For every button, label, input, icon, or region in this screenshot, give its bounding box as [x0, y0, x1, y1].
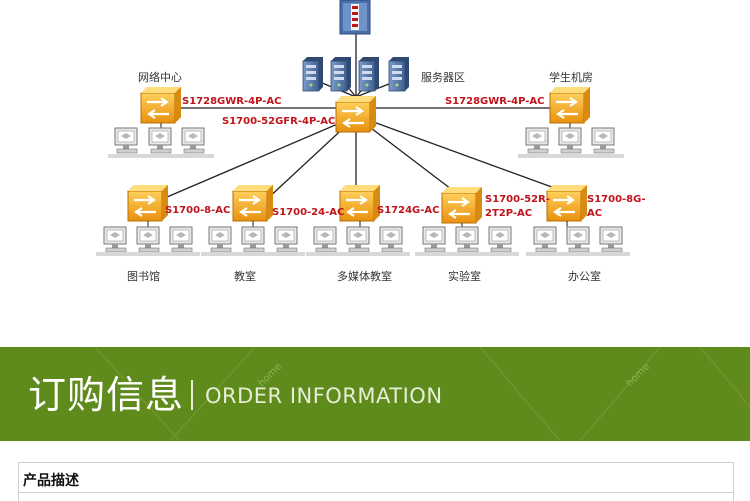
- lab-switch-icon: [440, 185, 484, 225]
- pc-icon: [313, 226, 337, 253]
- server-icon: [302, 56, 324, 92]
- pc-icon: [148, 127, 172, 154]
- banner-subtitle: ORDER INFORMATION: [205, 384, 443, 408]
- link-core-classroom: [265, 121, 351, 201]
- student-pcs: [518, 123, 624, 158]
- netcenter-pcs: [108, 123, 214, 158]
- pc-icon: [525, 127, 549, 154]
- core-switch-icon: [334, 94, 378, 134]
- area-label-server-zone: 服务器区: [421, 71, 465, 84]
- model-label-library: S1700-8-AC: [165, 205, 230, 216]
- multimedia-switch-icon: [338, 183, 382, 223]
- firewall-icon: [339, 0, 371, 35]
- model-label-office-line1: S1700-8G-: [587, 194, 646, 205]
- pc-icon: [455, 226, 479, 253]
- pc-icon: [591, 127, 615, 154]
- pc-icon: [208, 226, 232, 253]
- pc-icon: [169, 226, 193, 253]
- library-switch-icon: [126, 183, 170, 223]
- pc-icon: [379, 226, 403, 253]
- area-label-office: 办公室: [568, 269, 601, 283]
- area-label-network-center: 网络中心: [138, 70, 182, 84]
- model-label-classroom: S1700-24-AC: [272, 207, 344, 218]
- pc-icon: [181, 127, 205, 154]
- pc-icon: [114, 127, 138, 154]
- library-pcs: [96, 221, 200, 256]
- pc-icon: [103, 226, 127, 253]
- link-core-lab: [362, 121, 456, 193]
- office-switch-icon: [545, 183, 589, 223]
- product-description-table: 产品描述: [18, 462, 734, 501]
- model-label-lab-line1: S1700-52R-: [485, 194, 550, 205]
- pc-icon: [599, 226, 623, 253]
- pc-icon: [566, 226, 590, 253]
- netcenter-switch-icon: [139, 85, 183, 125]
- classroom-pcs: [201, 221, 305, 256]
- model-label-netcenter: S1728GWR-4P-AC: [182, 96, 281, 107]
- pc-icon: [274, 226, 298, 253]
- server-icon: [358, 56, 380, 92]
- banner-watermark: home: [624, 361, 652, 389]
- multimedia-pcs: [306, 221, 410, 256]
- product-description-heading: 产品描述: [23, 473, 79, 489]
- model-label-student: S1728GWR-4P-AC: [445, 96, 544, 107]
- pc-icon: [346, 226, 370, 253]
- office-pcs: [526, 221, 630, 256]
- pc-icon: [558, 127, 582, 154]
- area-label-lab: 实验室: [448, 269, 481, 283]
- pc-icon: [136, 226, 160, 253]
- area-label-library: 图书馆: [127, 269, 160, 283]
- order-info-banner: home home 订购信息 ORDER INFORMATION: [0, 347, 750, 441]
- banner-watermark-decoration: home home: [94, 347, 750, 441]
- pc-icon: [533, 226, 557, 253]
- pc-icon: [488, 226, 512, 253]
- banner-title: 订购信息: [28, 373, 185, 417]
- student-switch-icon: [548, 85, 592, 125]
- area-label-multimedia: 多媒体教室: [337, 269, 392, 283]
- network-topology-diagram: 网络中心 服务器区 学生机房 图书馆 教室 多媒体教室 实验室 办公室 S172…: [96, 0, 646, 283]
- server-icon: [330, 56, 352, 92]
- link-core-office: [367, 119, 561, 191]
- area-label-student-lab: 学生机房: [549, 70, 593, 84]
- server-icon: [388, 56, 410, 92]
- model-label-office-line2: AC: [587, 208, 602, 219]
- pc-icon: [241, 226, 265, 253]
- pc-icon: [422, 226, 446, 253]
- link-core-library: [159, 119, 348, 201]
- banner-divider: [191, 380, 193, 410]
- model-label-core: S1700-52GFR-4P-AC: [222, 116, 335, 127]
- classroom-switch-icon: [231, 183, 275, 223]
- model-label-multimedia: S1724G-AC: [377, 205, 439, 216]
- model-label-lab-line2: 2T2P-AC: [485, 208, 532, 219]
- area-label-classroom: 教室: [234, 269, 256, 283]
- lab-pcs: [415, 223, 519, 256]
- table-divider: [19, 492, 733, 493]
